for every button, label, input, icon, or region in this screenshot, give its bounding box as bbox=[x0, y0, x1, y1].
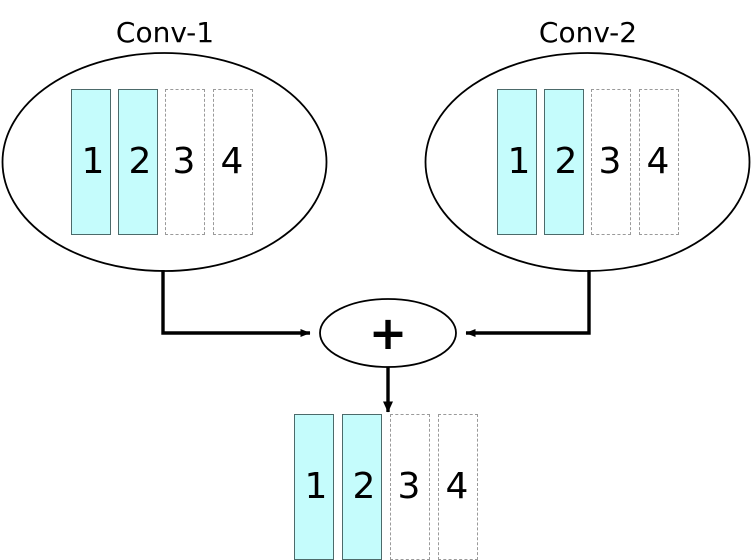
conv-2-channel-4-label: 4 bbox=[646, 141, 670, 182]
conv-1-channel-4-label: 4 bbox=[220, 141, 244, 182]
conv-2-to-sum-connector bbox=[465, 270, 591, 337]
conv-1-channel-4[interactable]: 4 bbox=[213, 89, 253, 235]
output-channel-4-label: 4 bbox=[445, 466, 469, 507]
conv-1-channel-2-label: 2 bbox=[128, 141, 152, 182]
conv-1-title: Conv-1 bbox=[115, 16, 215, 49]
conv-1-channel-1-label: 1 bbox=[81, 141, 105, 182]
conv-2-channel-1-label: 1 bbox=[507, 141, 531, 182]
conv-2-title: Conv-2 bbox=[538, 16, 638, 49]
output-channel-3[interactable]: 3 bbox=[390, 414, 430, 560]
conv-2-channel-2[interactable]: 2 bbox=[544, 89, 584, 235]
conv-1-to-sum-connector bbox=[161, 270, 311, 337]
conv-2-channel-1[interactable]: 1 bbox=[497, 89, 537, 235]
conv-1-channel-2[interactable]: 2 bbox=[118, 89, 158, 235]
conv-1-channel-3-label: 3 bbox=[172, 141, 196, 182]
output-channel-3-label: 3 bbox=[397, 466, 421, 507]
conv-2-channel-3[interactable]: 3 bbox=[591, 89, 631, 235]
output-channel-1-label: 1 bbox=[304, 466, 328, 507]
output-channel-2[interactable]: 2 bbox=[342, 414, 382, 560]
sum-node-label: + bbox=[368, 306, 408, 360]
output-channel-4[interactable]: 4 bbox=[438, 414, 478, 560]
conv-2-channel-3-label: 3 bbox=[598, 141, 622, 182]
conv-1-channel-1[interactable]: 1 bbox=[71, 89, 111, 235]
conv-2-channel-4[interactable]: 4 bbox=[639, 89, 679, 235]
conv-2-channel-2-label: 2 bbox=[554, 141, 578, 182]
output-channel-1[interactable]: 1 bbox=[294, 414, 334, 560]
output-channel-2-label: 2 bbox=[352, 466, 376, 507]
conv-1-channel-3[interactable]: 3 bbox=[165, 89, 205, 235]
